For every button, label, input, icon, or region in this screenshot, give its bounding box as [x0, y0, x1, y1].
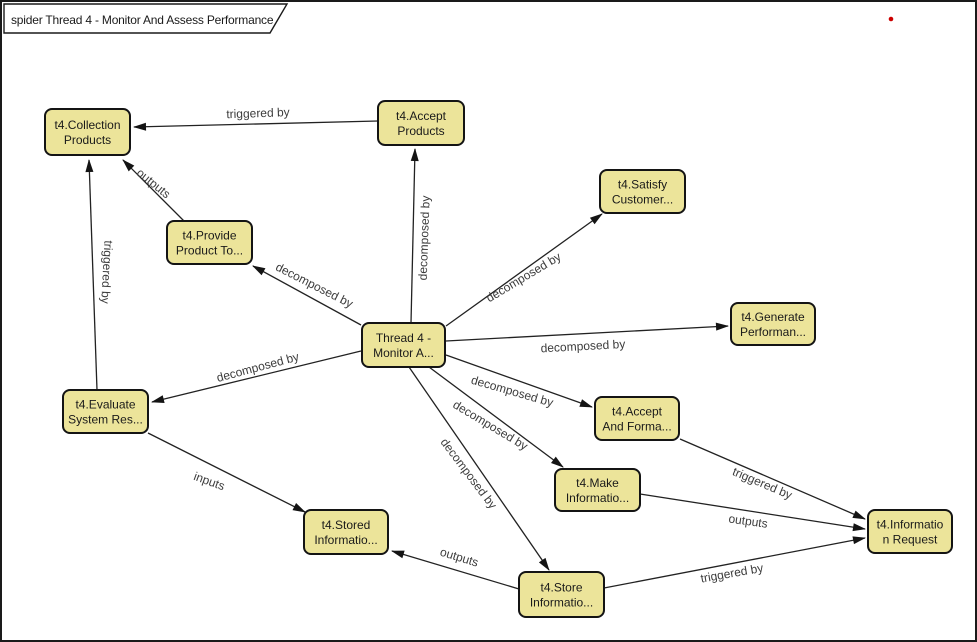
- node-label: Thread 4 -Monitor A...: [373, 331, 434, 360]
- edge-label-thread4-to-generate: decomposed by: [540, 337, 625, 355]
- edge-accept-format-to-info-request[interactable]: [679, 438, 866, 520]
- node-box: [594, 396, 680, 441]
- edge-thread4-to-evaluate[interactable]: [151, 350, 362, 404]
- edge-evaluate-to-stored-info[interactable]: [147, 432, 306, 513]
- edge-thread4-to-satisfy[interactable]: [445, 213, 603, 327]
- edge-label-provide-to-collection: outputs: [134, 166, 173, 202]
- node-thread4-monitor[interactable]: Thread 4 -Monitor A...: [361, 322, 446, 368]
- edge-label-thread4-to-evaluate: decomposed by: [215, 349, 300, 384]
- node-box: [377, 100, 465, 146]
- edge-label-thread4-to-store-info: decomposed by: [438, 435, 500, 511]
- edge-store-info-to-stored-info[interactable]: [391, 550, 520, 590]
- edge-thread4-to-make-info[interactable]: [428, 366, 564, 468]
- edge-label-store-info-to-stored-info: outputs: [438, 545, 480, 570]
- edge-label-evaluate-to-stored-info: inputs: [192, 469, 227, 493]
- node-box: [361, 322, 446, 368]
- edge-evaluate-to-collection[interactable]: [85, 159, 98, 391]
- edge-accept-products-to-collection[interactable]: [133, 120, 379, 131]
- node-box: [62, 389, 149, 434]
- edge-provide-to-collection[interactable]: [122, 159, 186, 223]
- node-box: [599, 169, 686, 214]
- edge-thread4-to-store-info[interactable]: [408, 366, 550, 571]
- diagram-title: spider Thread 4 - Monitor And Assess Per…: [11, 13, 274, 27]
- edge-thread4-to-accept-products[interactable]: [410, 148, 419, 324]
- edge-label-evaluate-to-collection: triggered by: [98, 240, 115, 304]
- node-box: [303, 509, 389, 555]
- node-box: [166, 220, 253, 265]
- edge-thread4-to-generate[interactable]: [445, 322, 729, 342]
- edge-label-accept-products-to-collection: triggered by: [226, 105, 290, 121]
- edge-store-info-to-info-request[interactable]: [603, 536, 866, 589]
- edge-label-thread4-to-satisfy: decomposed by: [484, 249, 564, 305]
- edge-label-make-info-to-info-request: outputs: [728, 512, 769, 531]
- node-box: [554, 468, 641, 512]
- edge-label-store-info-to-info-request: triggered by: [699, 561, 764, 586]
- edge-label-thread4-to-accept-products: decomposed by: [416, 195, 433, 280]
- node-box: [867, 509, 953, 554]
- edge-thread4-to-provide[interactable]: [252, 265, 362, 326]
- node-box: [730, 302, 816, 346]
- title-tab-shape: [3, 3, 289, 34]
- node-box: [518, 571, 605, 618]
- edge-make-info-to-info-request[interactable]: [639, 493, 866, 532]
- edges-layer: [85, 120, 866, 590]
- node-box: [44, 108, 131, 156]
- edge-label-accept-format-to-info-request: triggered by: [730, 464, 794, 502]
- edge-label-thread4-to-provide: decomposed by: [273, 260, 355, 311]
- edge-labels-layer: triggered by outputs triggered by decompose…: [98, 105, 794, 586]
- red-dot: [888, 16, 894, 22]
- edge-thread4-to-accept-format[interactable]: [445, 354, 593, 408]
